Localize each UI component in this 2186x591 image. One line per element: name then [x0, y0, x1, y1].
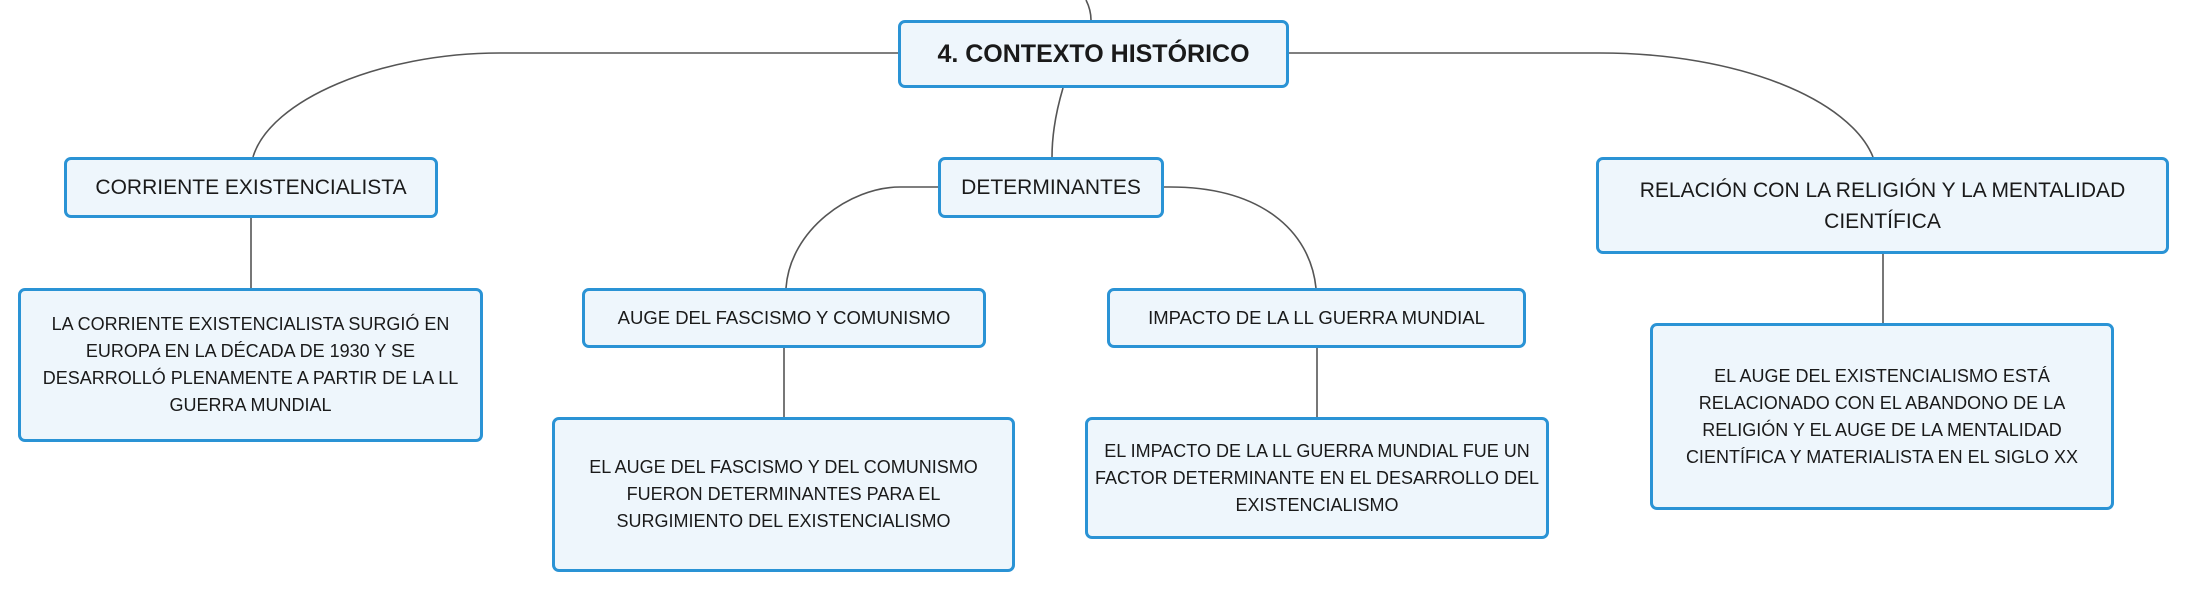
branch-label: RELACIÓN CON LA RELIGIÓN Y LA MENTALIDAD…	[1639, 178, 2126, 233]
subbranch-auge-fascismo[interactable]: AUGE DEL FASCISMO Y COMUNISMO	[582, 288, 986, 348]
branch-corriente-existencialista[interactable]: CORRIENTE EXISTENCIALISTA	[64, 157, 438, 218]
detail-text: LA CORRIENTE EXISTENCIALISTA SURGIÓ EN E…	[42, 314, 459, 415]
detail-relacion-religion[interactable]: EL AUGE DEL EXISTENCIALISMO ESTÁ RELACIO…	[1650, 323, 2114, 510]
connector-determinantes-fascismo	[785, 186, 938, 289]
detail-text: EL IMPACTO DE LA LL GUERRA MUNDIAL FUE U…	[1094, 440, 1540, 515]
subbranch-label: AUGE DEL FASCISMO Y COMUNISMO	[617, 307, 951, 328]
root-node[interactable]: 4. CONTEXTO HISTÓRICO	[898, 20, 1289, 88]
branch-label: CORRIENTE EXISTENCIALISTA	[95, 176, 407, 199]
connector-root-existencialista	[252, 52, 898, 158]
connector-determinantes-impacto	[1163, 186, 1317, 289]
root-node-label: 4. CONTEXTO HISTÓRICO	[937, 39, 1250, 68]
branch-relacion-religion[interactable]: RELACIÓN CON LA RELIGIÓN Y LA MENTALIDAD…	[1596, 157, 2169, 254]
connector-root-parent	[1085, 0, 1092, 21]
branch-determinantes[interactable]: DETERMINANTES	[938, 157, 1164, 218]
detail-auge-fascismo[interactable]: EL AUGE DEL FASCISMO Y DEL COMUNISMO FUE…	[552, 417, 1015, 572]
detail-text: EL AUGE DEL FASCISMO Y DEL COMUNISMO FUE…	[589, 457, 978, 531]
detail-corriente-existencialista[interactable]: LA CORRIENTE EXISTENCIALISTA SURGIÓ EN E…	[18, 288, 483, 442]
subbranch-label: IMPACTO DE LA LL GUERRA MUNDIAL	[1148, 307, 1485, 328]
subbranch-impacto-guerra[interactable]: IMPACTO DE LA LL GUERRA MUNDIAL	[1107, 288, 1526, 348]
connector-root-relacion	[1288, 52, 1874, 158]
branch-label: DETERMINANTES	[961, 176, 1141, 199]
detail-impacto-guerra[interactable]: EL IMPACTO DE LA LL GUERRA MUNDIAL FUE U…	[1085, 417, 1549, 539]
detail-text: EL AUGE DEL EXISTENCIALISMO ESTÁ RELACIO…	[1685, 365, 2079, 467]
connector-root-determinantes	[1051, 87, 1064, 158]
